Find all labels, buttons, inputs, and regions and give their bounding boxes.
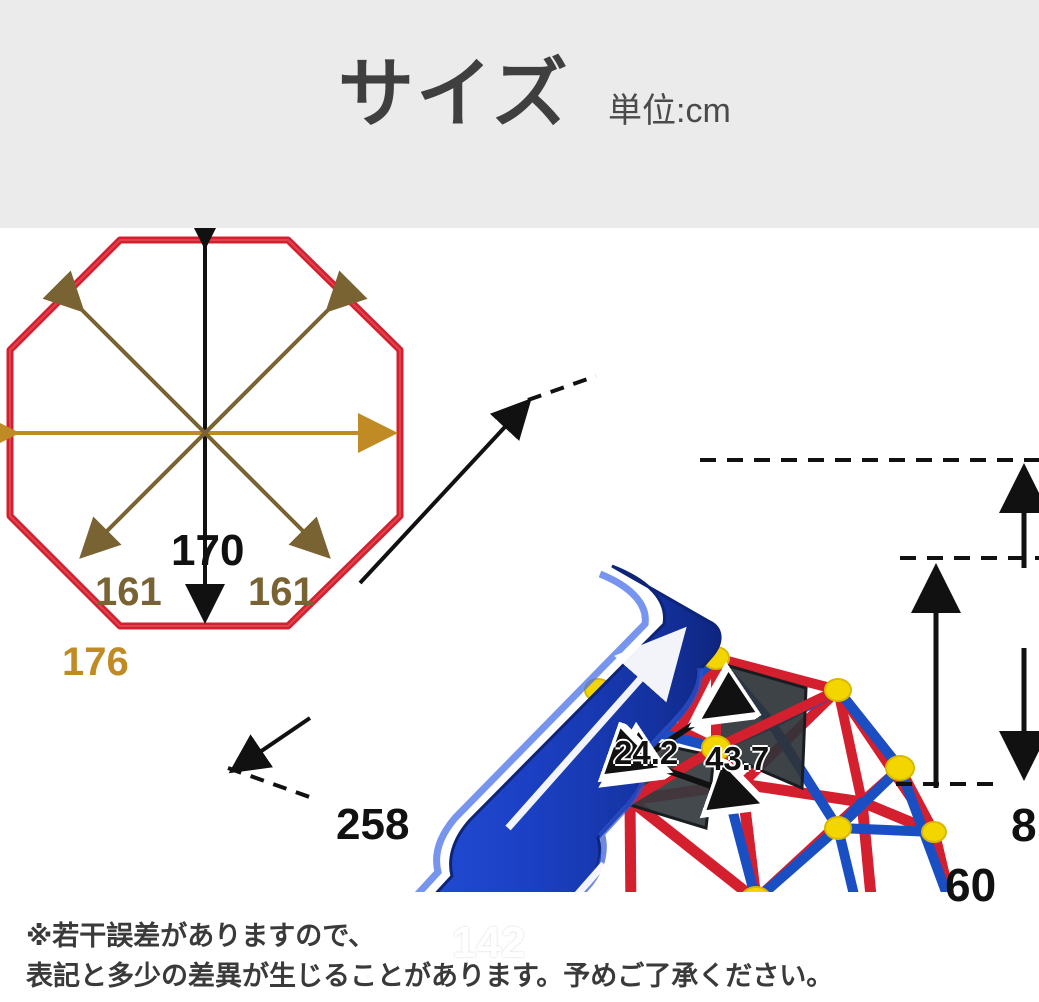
dim-line-161-b (79, 270, 368, 559)
dim-label-176: 176 (62, 640, 129, 684)
page-title: サイズ (338, 52, 570, 137)
header-inner: サイズ 単位:cm (0, 0, 1039, 228)
disclaimer-line-1: ※若干誤差がありますので、 (26, 921, 376, 951)
dim-label-total-height: 8 (1011, 799, 1037, 851)
dim-label-170: 170 (171, 526, 245, 575)
dim-label-161-right: 161 (248, 570, 315, 614)
unit-note: 単位:cm (608, 92, 731, 130)
diagram-area: 170 161 161 176 258 142 24.2 43.7 60 60 … (0, 228, 1039, 967)
dim-label-60-vertical: 60 (945, 859, 997, 911)
dim-label-24-2: 24.2 (614, 734, 679, 771)
diagram-svg (0, 228, 1039, 892)
dim-label-142: 142 (452, 918, 526, 967)
disclaimer-line-2: 表記と多少の差異が生じることがあります。予めご了承ください。 (26, 961, 834, 991)
dim-line-60-vertical (896, 556, 1039, 788)
dim-line-total-height (700, 458, 1039, 781)
header-band: サイズ 単位:cm (0, 0, 1039, 228)
dim-label-258: 258 (336, 800, 410, 849)
dim-label-161-left: 161 (95, 570, 162, 614)
dim-line-43-7 (660, 768, 762, 804)
dim-line-258 (227, 374, 597, 802)
disclaimer-note: ※若干誤差がありますので、 表記と多少の差異が生じることがあります。予めご了承く… (26, 916, 1026, 996)
dim-label-43-7: 43.7 (705, 740, 770, 777)
